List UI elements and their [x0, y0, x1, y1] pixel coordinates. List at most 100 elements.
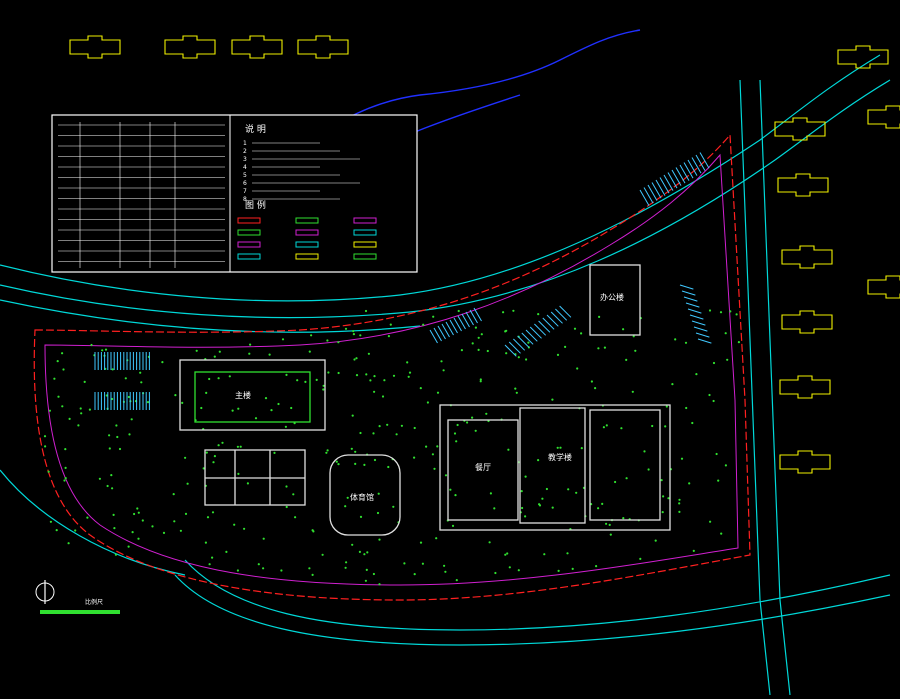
tree-symbol: [366, 551, 369, 554]
tree-symbol: [647, 468, 650, 471]
tree-symbol: [403, 562, 406, 565]
tree-symbol: [413, 573, 416, 576]
tree-symbol: [322, 384, 325, 387]
residential-block: [837, 45, 889, 69]
tree-symbol: [377, 492, 380, 495]
parking-stall: [651, 182, 662, 199]
tree-symbol: [213, 355, 216, 358]
tree-symbol: [426, 401, 429, 404]
tree-symbol: [326, 339, 329, 342]
residential-block: [867, 275, 900, 299]
tree-symbol: [556, 446, 559, 449]
residential-block: [781, 245, 833, 269]
parking-stall: [546, 314, 559, 327]
tree-symbol: [605, 424, 608, 427]
residential-block: [779, 375, 831, 399]
tree-symbol: [111, 368, 114, 371]
tree-symbol: [432, 315, 435, 318]
tree-symbol: [264, 397, 268, 400]
tree-symbol: [359, 431, 362, 435]
tree-symbol: [285, 505, 288, 509]
parking-stall: [683, 162, 694, 179]
tree-symbol: [290, 406, 293, 410]
tree-symbol: [373, 375, 376, 378]
tree-symbol: [477, 348, 480, 351]
tree-symbol: [359, 334, 362, 337]
tree-symbol: [321, 553, 324, 556]
tree-symbol: [127, 545, 130, 548]
tree-symbol: [212, 461, 215, 464]
tree-symbol: [337, 341, 340, 344]
tree-symbol: [597, 347, 600, 350]
tree-symbol: [146, 401, 150, 404]
tree-symbol: [372, 432, 375, 435]
tree-symbol: [695, 373, 698, 376]
tree-symbol: [717, 479, 720, 482]
tree-symbol: [435, 537, 438, 540]
legend-note: 4: [243, 164, 247, 171]
tree-symbol: [74, 529, 77, 532]
tree-symbol: [460, 349, 463, 352]
residential-blocks: [69, 35, 900, 474]
tree-symbol: [521, 506, 524, 510]
tree-symbol: [389, 323, 392, 326]
tree-symbol: [471, 342, 474, 345]
tree-symbol: [294, 516, 297, 519]
tree-symbol: [64, 448, 67, 451]
tree-symbol: [551, 398, 554, 401]
parking-stall: [699, 152, 710, 169]
legend-note: 1: [243, 140, 247, 147]
tree-symbol: [674, 338, 677, 341]
tree-symbol: [505, 329, 508, 332]
tree-symbol: [106, 484, 109, 488]
tree-symbol: [724, 464, 728, 467]
tree-symbol: [466, 421, 469, 424]
tree-symbol: [337, 371, 340, 375]
parking-stall: [667, 172, 678, 189]
tree-symbol: [211, 556, 214, 559]
tree-symbol: [419, 387, 422, 390]
tree-symbol: [507, 448, 510, 451]
tree-symbol: [208, 563, 211, 566]
tree-symbol: [353, 358, 356, 361]
tree-symbol: [110, 474, 113, 477]
tree-symbol: [228, 375, 231, 378]
residential-block: [774, 117, 826, 141]
tree-symbol: [367, 352, 370, 355]
tree-symbol: [63, 479, 66, 482]
tree-symbol: [514, 387, 517, 390]
tree-symbol: [355, 374, 359, 377]
tree-symbol: [205, 391, 208, 394]
tree-symbol: [57, 395, 60, 398]
tree-symbol: [211, 511, 215, 514]
tree-symbol: [605, 522, 608, 525]
tree-symbol: [310, 334, 313, 337]
tree-symbol: [112, 513, 115, 517]
tree-symbol: [128, 433, 131, 436]
tree-symbol: [601, 502, 604, 505]
parking-stall: [695, 154, 706, 171]
parking-areas: [94, 152, 712, 410]
tree-symbol: [364, 309, 368, 313]
tree-symbol: [486, 349, 489, 353]
tree-symbol: [392, 505, 395, 508]
legend-note: 5: [243, 172, 247, 179]
label-teaching: 教学楼: [548, 452, 572, 462]
parking-stall: [461, 313, 470, 328]
tree-symbol: [571, 567, 574, 571]
tree-symbol: [545, 487, 549, 491]
tree-symbol: [86, 516, 89, 519]
tree-symbol: [444, 474, 448, 477]
parking-stall: [693, 326, 708, 332]
legend-symbol: [295, 229, 319, 236]
parking-stall: [433, 327, 442, 342]
tree-symbol: [505, 352, 508, 355]
tree-symbol: [352, 330, 355, 333]
parking-stall: [695, 332, 710, 338]
tree-symbol: [116, 435, 119, 439]
parking-stall: [679, 284, 694, 290]
tree-symbol: [280, 569, 283, 572]
tree-symbol: [471, 416, 474, 419]
parking-stall: [445, 321, 454, 336]
